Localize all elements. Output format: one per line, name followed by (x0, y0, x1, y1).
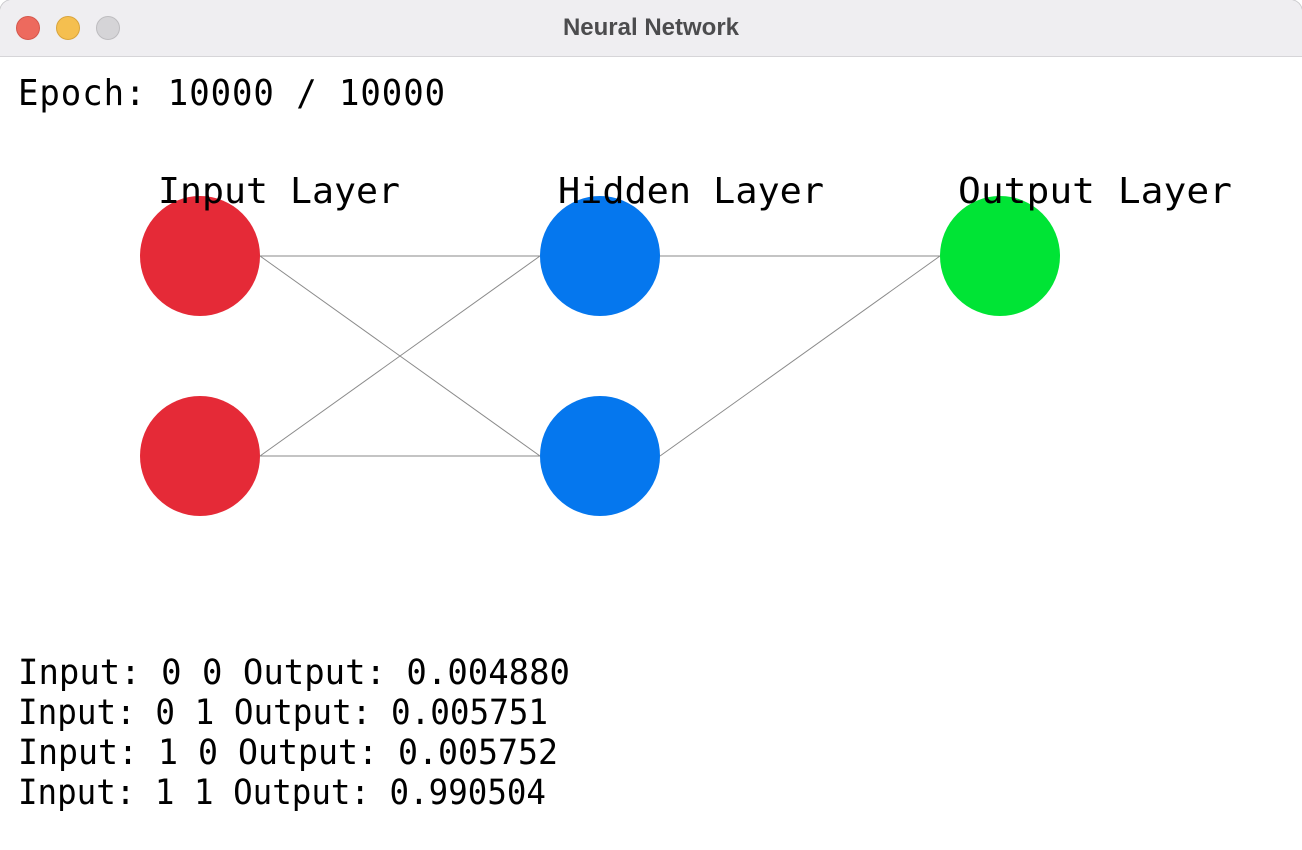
canvas-area: Epoch: 10000 / 10000 Input Layer Hidden … (0, 57, 1302, 850)
input-neuron-2 (140, 396, 260, 516)
hidden-neuron-1 (540, 196, 660, 316)
title-bar[interactable]: Neural Network (0, 0, 1302, 57)
window-title: Neural Network (562, 14, 740, 41)
epoch-counter: Epoch: 10000 / 10000 (18, 73, 446, 114)
result-line: Input: 1 1 Output: 0.990504 (18, 773, 546, 813)
zoom-button[interactable] (96, 16, 120, 40)
output-layer-label: Output Layer (958, 171, 1232, 212)
connection-line (659, 255, 941, 457)
connection-line (259, 255, 541, 457)
hidden-neuron-2 (540, 396, 660, 516)
connections (259, 255, 941, 457)
neurons (140, 196, 1060, 516)
minimize-button[interactable] (56, 16, 80, 40)
result-line: Input: 0 0 Output: 0.004880 (18, 653, 570, 693)
network-diagram (140, 196, 1060, 516)
result-line: Input: 0 1 Output: 0.005751 (18, 693, 548, 733)
close-button[interactable] (16, 16, 40, 40)
input-layer-label: Input Layer (158, 171, 400, 212)
output-neuron-1 (940, 196, 1060, 316)
input-neuron-1 (140, 196, 260, 316)
result-line: Input: 1 0 Output: 0.005752 (18, 733, 558, 773)
results-list: Input: 0 0 Output: 0.004880 Input: 0 1 O… (18, 653, 587, 813)
hidden-layer-label: Hidden Layer (558, 171, 824, 212)
